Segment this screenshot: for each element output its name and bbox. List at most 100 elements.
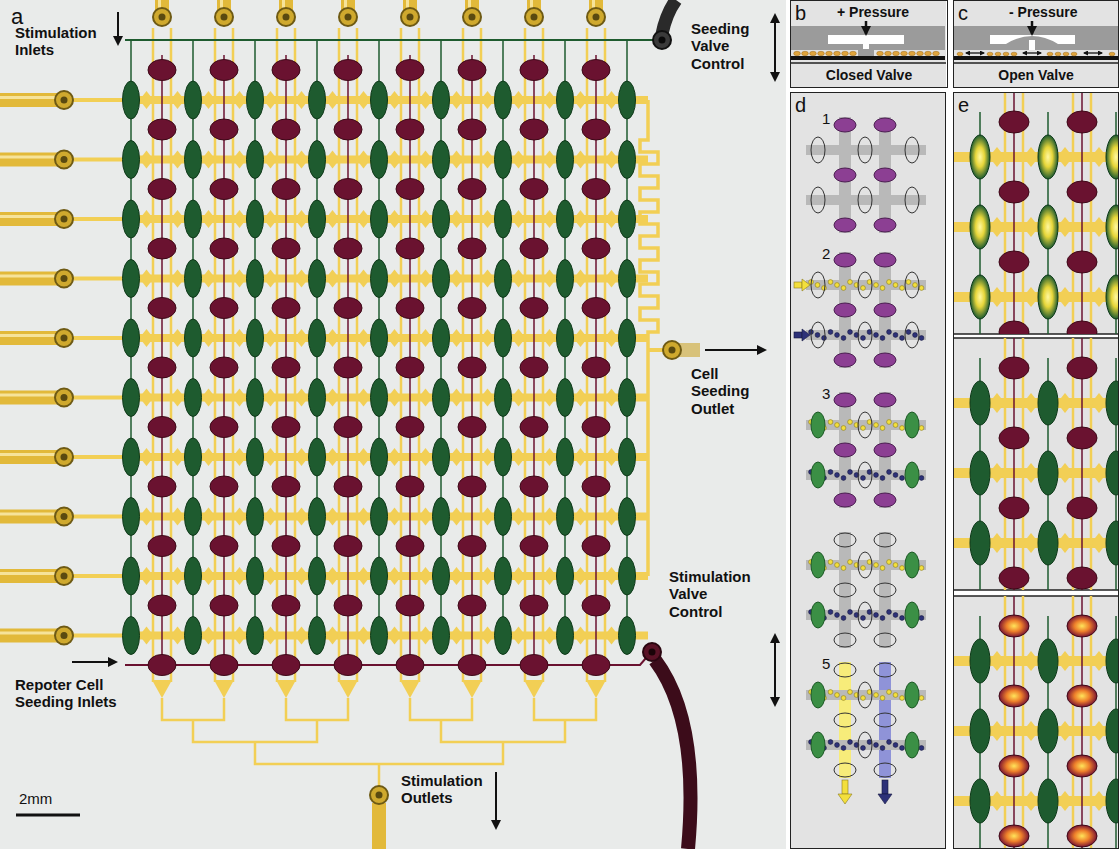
reporter-cell xyxy=(900,426,905,431)
seeding-valve xyxy=(1106,451,1118,495)
stimulation-valve xyxy=(396,298,424,319)
channel-junction xyxy=(388,210,402,228)
inlet-channel xyxy=(70,158,130,162)
seeding-valve xyxy=(1038,135,1058,179)
reporter-cell xyxy=(828,560,833,565)
stimulation-valve xyxy=(582,417,610,438)
channel-junction xyxy=(574,389,588,407)
channel-junction xyxy=(357,448,371,466)
stimulation-valve xyxy=(834,393,856,407)
channel-junction xyxy=(357,627,371,645)
seeding-valve xyxy=(371,81,388,119)
channel-junction xyxy=(357,329,371,347)
stimulation-valve xyxy=(834,218,856,232)
stimulation-valve xyxy=(210,119,238,140)
stimulation-valve xyxy=(874,393,896,407)
reporter-cell xyxy=(828,420,833,425)
seeding-valve xyxy=(123,200,140,238)
channel-junction xyxy=(295,91,309,109)
channel-junction xyxy=(512,151,526,169)
seeding-valve xyxy=(970,451,990,495)
reporter-cell xyxy=(828,610,833,615)
stimulation-valve xyxy=(582,536,610,557)
channel-junction xyxy=(574,329,588,347)
seeding-valve xyxy=(247,81,264,119)
seeding-valve xyxy=(970,779,990,823)
reporter-cell xyxy=(815,283,820,288)
tubing-port xyxy=(55,329,73,347)
seeding-valve xyxy=(495,319,512,357)
channel-junction xyxy=(512,508,526,526)
reporter-cell xyxy=(887,280,892,285)
seeding-valve xyxy=(811,187,825,213)
channel-junction xyxy=(605,151,619,169)
stimulation-valve xyxy=(396,476,424,497)
tubing-port-core xyxy=(61,335,68,342)
stimulation-valve xyxy=(874,218,896,232)
reporter-cell xyxy=(835,283,840,288)
figure-panel: c- PressureOpen Valve xyxy=(953,0,1119,88)
stimulation-valve xyxy=(458,595,486,616)
stimulation-valve xyxy=(999,251,1029,273)
reporter-cell xyxy=(887,740,892,745)
stimulation-channel xyxy=(879,662,891,778)
channel-junction xyxy=(574,448,588,466)
channel-junction xyxy=(171,508,185,526)
serpentine-channel xyxy=(640,100,658,576)
channel-junction xyxy=(543,210,557,228)
stimulation-valve xyxy=(582,595,610,616)
port-label: Seeding Valve Control xyxy=(690,20,767,72)
assay-step xyxy=(794,252,926,368)
stimulation-channel xyxy=(879,532,891,648)
channel-junction xyxy=(481,389,495,407)
seeding-valve xyxy=(495,557,512,595)
stimulation-valve xyxy=(396,238,424,259)
channel-junction xyxy=(1023,721,1039,741)
channel-junction xyxy=(989,463,1005,483)
seeding-valve xyxy=(1106,135,1118,179)
seeding-valve xyxy=(495,498,512,536)
channel-junction xyxy=(202,508,216,526)
channel-junction xyxy=(140,389,154,407)
reporter-cell xyxy=(874,473,879,478)
caption-divider xyxy=(953,62,1119,64)
seeding-valve xyxy=(495,200,512,238)
flow-arrow xyxy=(878,794,892,804)
seeding-valve xyxy=(557,498,574,536)
seeding-valve xyxy=(1106,521,1118,565)
stimulation-valve xyxy=(148,536,176,557)
flow-arrow xyxy=(1084,52,1102,53)
channel-junction xyxy=(1091,287,1107,307)
seeding-valve xyxy=(433,260,450,298)
seeding-valve-line xyxy=(125,39,654,41)
channel-junction xyxy=(574,210,588,228)
tubing-port-core xyxy=(649,649,656,656)
tubing-port xyxy=(525,8,543,26)
seeding-valve xyxy=(433,81,450,119)
channel-junction xyxy=(171,448,185,466)
seeding-valve xyxy=(185,379,202,417)
figure-panel: b+ PressureClosed Valve xyxy=(790,0,948,88)
stimulation-valve xyxy=(334,119,362,140)
reporter-cell xyxy=(913,333,918,338)
seeding-valve xyxy=(371,379,388,417)
channel-junction xyxy=(295,151,309,169)
panel-divider xyxy=(953,337,1119,339)
outlet-tree xyxy=(441,720,565,742)
stimulation-valve xyxy=(1067,615,1097,637)
channel-junction xyxy=(357,508,371,526)
reporter-cell xyxy=(919,616,924,621)
seeding-valve xyxy=(1106,381,1118,425)
seeding-valve xyxy=(247,260,264,298)
direction-arrow xyxy=(495,772,497,828)
assay-step xyxy=(806,532,926,648)
reporter-cell xyxy=(919,426,924,431)
reporter-cell xyxy=(880,336,885,341)
reporter-cell xyxy=(919,696,924,701)
seeding-valve xyxy=(858,322,872,348)
channel-junction xyxy=(388,508,402,526)
reporter-cell xyxy=(815,333,820,338)
stimulation-valve xyxy=(396,595,424,616)
inlet-channel xyxy=(70,336,130,340)
channel-junction xyxy=(140,91,154,109)
